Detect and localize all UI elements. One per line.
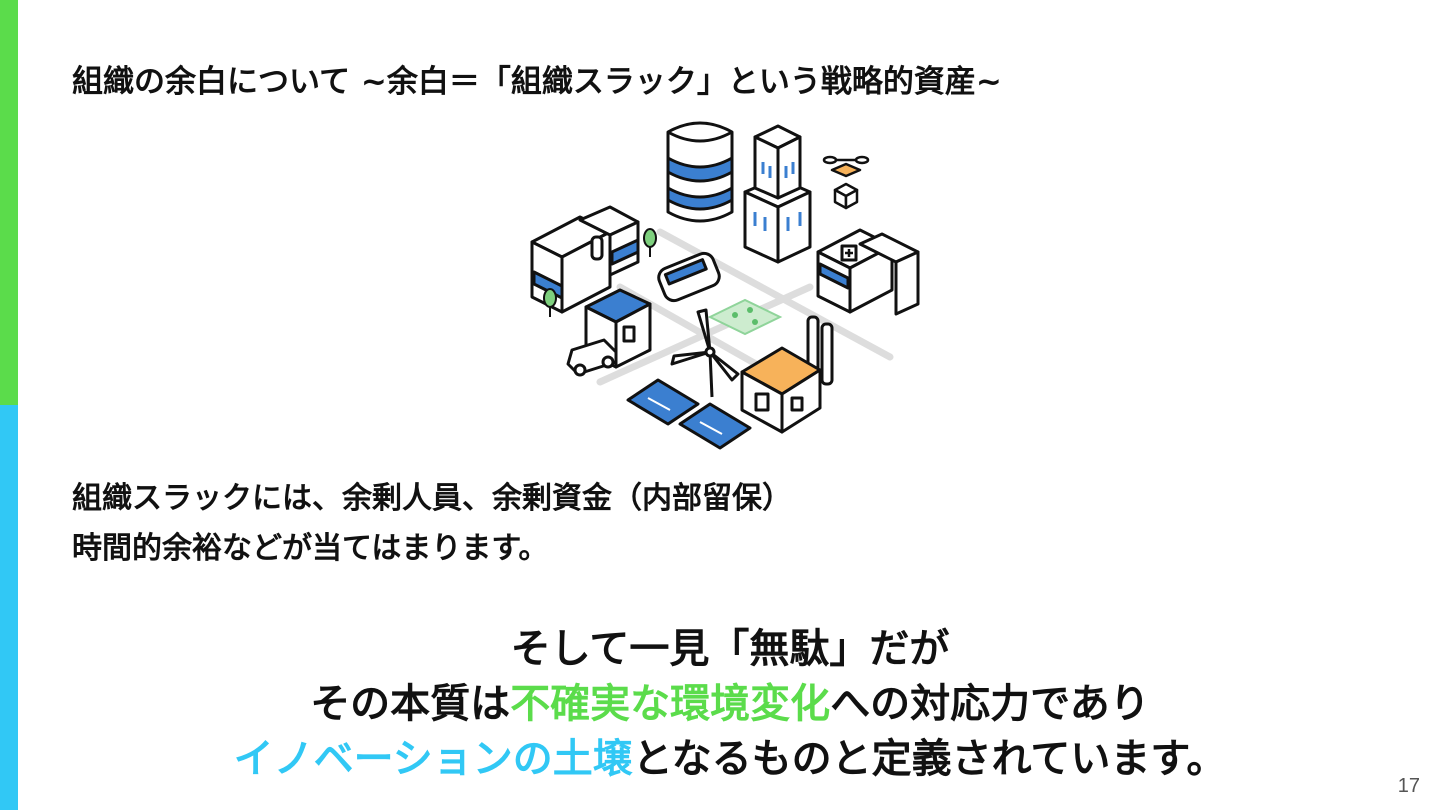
car-icon — [566, 338, 618, 377]
tree-icon — [543, 228, 657, 317]
emphasis-line-3-suffix: となるものと定義されています。 — [632, 736, 1227, 782]
bus-icon — [657, 251, 721, 303]
park-icon — [707, 298, 783, 336]
accent-bar-blue — [0, 405, 18, 810]
emphasis-line-1: そして一見「無駄」だが — [510, 626, 950, 672]
emphasis-line-2: その本質は不確実な環境変化への対応力であり — [40, 677, 1420, 732]
skyscraper-icon — [743, 124, 812, 264]
solar-panel-icon — [626, 378, 752, 450]
striped-tower-icon — [666, 121, 734, 223]
hospital-icon — [816, 228, 920, 316]
body-text: 組織スラックには、余剰人員、余剰資金（内部留保） 時間的余裕などが当てはまります… — [72, 474, 1172, 574]
emphasis-block: そして一見「無駄」だが その本質は不確実な環境変化への対応力であり イノベーショ… — [40, 622, 1420, 787]
drone-icon — [822, 155, 870, 210]
smart-city-illustration — [530, 121, 920, 450]
highlight-uncertain-change: 不確実な環境変化 — [510, 681, 831, 727]
wind-turbine-icon — [670, 308, 740, 398]
emphasis-line-2-suffix: への対応力であり — [830, 681, 1150, 727]
office-building-icon — [530, 205, 640, 314]
emphasis-line-3: イノベーションの土壌となるものと定義されています。 — [40, 732, 1420, 787]
factory-icon — [740, 315, 834, 434]
highlight-innovation-soil: イノベーションの土壌 — [233, 736, 633, 782]
body-line-2: 時間的余裕などが当てはまります。 — [72, 531, 549, 566]
body-line-1: 組織スラックには、余剰人員、余剰資金（内部留保） — [72, 481, 792, 516]
slide-title: 組織の余白について ~余白＝「組織スラック」という戦略的資産~ — [72, 64, 1002, 100]
emphasis-line-2-prefix: その本質は — [310, 681, 511, 727]
accent-bar-green — [0, 0, 18, 405]
page-number: 17 — [1397, 775, 1420, 797]
